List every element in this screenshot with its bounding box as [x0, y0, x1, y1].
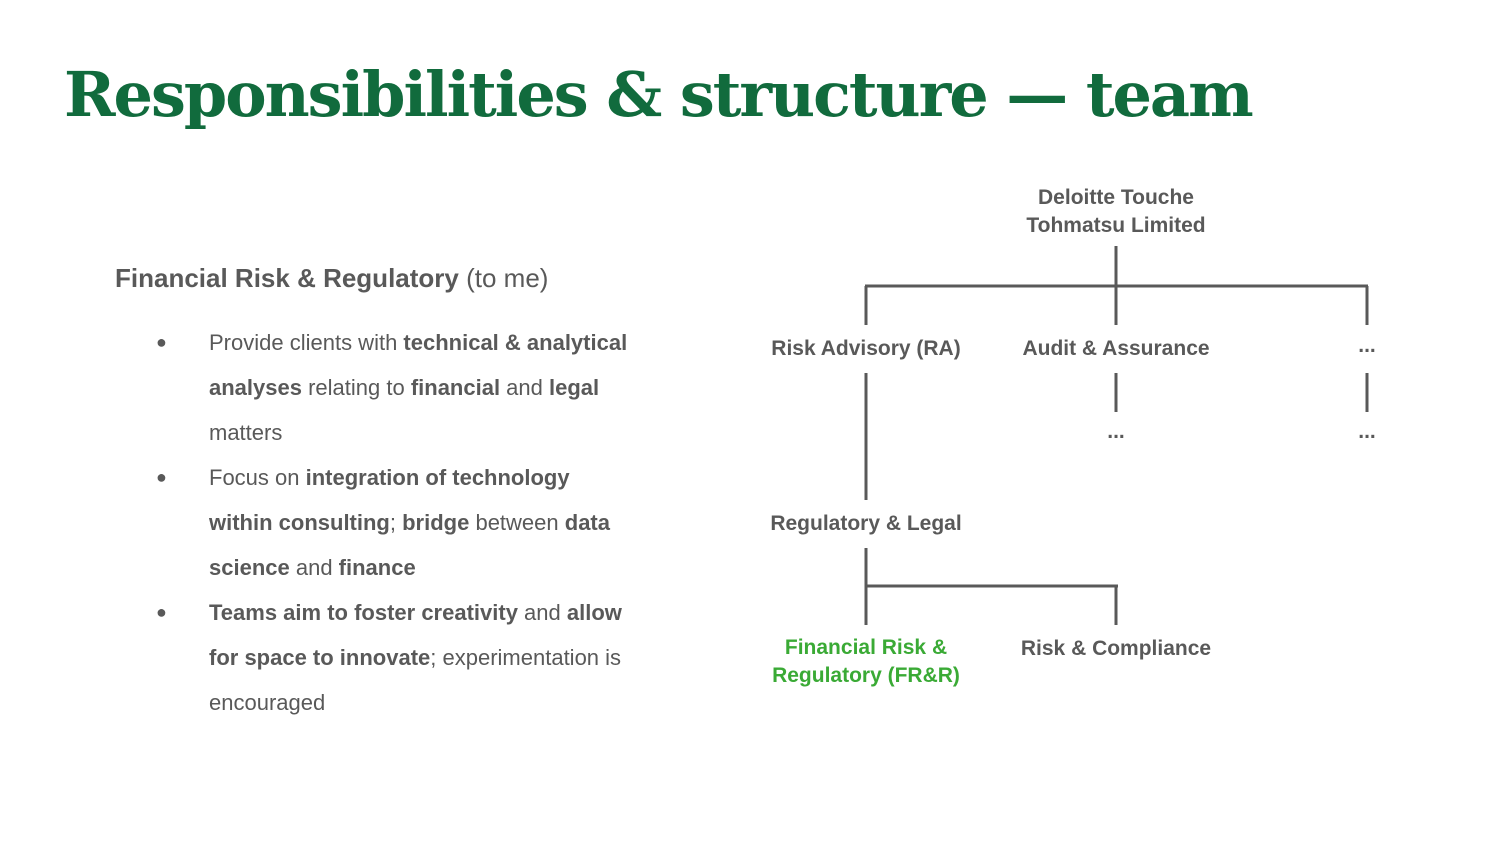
bullet-text: matters: [209, 420, 283, 445]
node-audit-assurance: Audit & Assurance: [1022, 337, 1210, 360]
slide-title: Responsibilities & structure — team: [64, 58, 1254, 131]
node-label-line: Tohmatsu Limited: [1026, 214, 1206, 237]
node-label-line: Financial Risk &: [784, 636, 948, 659]
node-label-line: Regulatory (FR&R): [772, 664, 960, 687]
node-label-line: Deloitte Touche: [1038, 186, 1194, 209]
bullet-text: between: [469, 510, 565, 535]
bullet-text: and: [517, 600, 567, 625]
bullet-text: and: [500, 375, 549, 400]
bullet-text-bold: integration of technology within consult…: [209, 465, 570, 535]
bullet-text-bold: bridge: [402, 510, 470, 535]
heading-suffix: (to me): [458, 263, 549, 293]
bullet-dot-icon: ●: [156, 602, 167, 622]
node-other: ...: [1358, 334, 1376, 357]
bullet-list: ● Provide clients with technical & analyt…: [115, 320, 655, 725]
description-panel: Financial Risk & Regulatory (to me) ● Pro…: [115, 258, 655, 725]
bullet-text-bold: finance: [338, 555, 416, 580]
bullet-item: ● Provide clients with technical & analyt…: [115, 320, 639, 455]
bullet-text: ;: [389, 510, 403, 535]
bullet-text-bold: Teams aim to foster creativity: [209, 600, 518, 625]
heading-bold: Financial Risk & Regulatory: [115, 263, 459, 293]
bullet-text: Provide clients with: [209, 330, 404, 355]
bullet-item: ● Teams aim to foster creativity and allo…: [115, 590, 639, 725]
node-risk-compliance: Risk & Compliance: [1020, 637, 1212, 660]
bullet-text: and: [289, 555, 339, 580]
bullet-text-bold: allow for space to innovate: [209, 600, 622, 670]
bullet-text-bold: data science: [209, 510, 610, 580]
section-heading: Financial Risk & Regulatory (to me): [115, 258, 655, 298]
node-regulatory-legal: Regulatory & Legal: [770, 512, 962, 535]
bullet-text-bold: technical & analytical analyses: [209, 330, 628, 400]
bullet-dot-icon: ●: [156, 467, 167, 487]
bullet-text-bold: financial: [410, 375, 501, 400]
node-deloitte-root: Deloitte Touche Tohmatsu Limited: [966, 184, 1266, 240]
node-audit-child: ...: [1107, 420, 1125, 443]
bullet-dot-icon: ●: [156, 332, 167, 352]
bullet-text: ; experimentation is encouraged: [209, 645, 622, 715]
node-financial-risk-regulatory: Financial Risk & Regulatory (FR&R): [716, 634, 1016, 690]
bullet-text: Focus on: [209, 465, 306, 490]
node-risk-advisory: Risk Advisory (RA): [771, 337, 961, 360]
bullet-text-bold: legal: [549, 375, 600, 400]
bullet-text: relating to: [301, 375, 411, 400]
bullet-item: ● Focus on integration of technology with…: [115, 455, 639, 590]
node-other-child: ...: [1358, 420, 1376, 443]
